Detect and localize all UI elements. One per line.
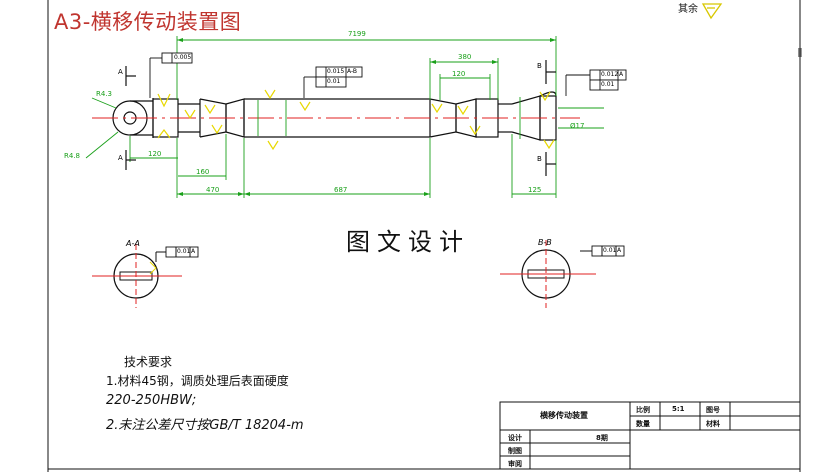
tol-right-value-1: 0.012	[601, 71, 619, 78]
requirement-line-1: 1.材料45钢，调质处理后表面硬度	[106, 374, 289, 388]
title-block-qty-label: 数量	[636, 420, 650, 428]
tol-section-a-datum: A	[191, 248, 196, 255]
title-block-design-label: 设计	[508, 434, 522, 442]
dim-overall: 7199	[348, 30, 366, 38]
tol-right-value-2: 0.01	[601, 81, 615, 88]
datum-a-top: A	[118, 68, 123, 76]
tol-mid-value-2: 0.01	[327, 78, 341, 85]
dim-right-bottom: 125	[528, 186, 542, 194]
datum-a-bottom: A	[118, 154, 123, 162]
tolerance-frame-mid	[303, 66, 363, 98]
dim-left-r: R4.3	[96, 90, 112, 98]
dim-right-2: 120	[452, 70, 466, 78]
tol-mid-value-1: 0.015	[327, 68, 345, 75]
section-a-view	[92, 244, 199, 308]
dim-d1: 470	[206, 186, 220, 194]
title-block	[499, 401, 801, 470]
page-mark: Ⅱ	[797, 46, 803, 60]
tol-section-b-datum: A	[617, 247, 622, 254]
section-b-label: B-B	[538, 238, 552, 247]
dimension-lines	[85, 36, 604, 198]
title-block-scale-value: 5:1	[672, 405, 685, 413]
drawing-title: A3-横移传动装置图	[54, 10, 242, 34]
tol-section-b-value: 0.01	[603, 247, 617, 254]
requirement-line-3: 2.未注公差尺寸按GB/T 18204-m	[106, 418, 304, 433]
dim-mid: 687	[334, 186, 348, 194]
roughness-note: 其余	[678, 4, 698, 15]
tolerance-frame-right	[565, 69, 627, 96]
tol-right-datum: A	[619, 71, 624, 78]
title-block-drawing-no-label: 图号	[706, 406, 720, 414]
datum-b-bottom: B	[537, 155, 542, 163]
title-block-class-label: 8期	[596, 434, 608, 442]
title-block-scale-label: 比例	[636, 406, 650, 414]
tol-section-a-value: 0.01	[177, 248, 191, 255]
title-block-material-label: 材料	[706, 420, 720, 428]
dim-left-r2: R4.8	[64, 152, 80, 160]
tol-mid-datum: A-B	[347, 68, 358, 75]
tol-left-value: 0.005	[174, 54, 192, 61]
tolerance-frame-left	[149, 52, 193, 98]
title-block-draw-label: 制图	[508, 447, 522, 455]
dim-right-1: 380	[458, 53, 472, 61]
dim-right-dia: Ø17	[570, 122, 585, 130]
surface-finish-marks	[157, 89, 555, 151]
requirement-line-2: 220-250HBW;	[106, 393, 197, 408]
roughness-symbol-icon	[701, 3, 723, 20]
title-block-name: 横移传动装置	[540, 411, 588, 420]
title-block-review-label: 审阅	[508, 460, 522, 468]
section-cut-markers	[125, 60, 556, 176]
dim-d3: 120	[148, 150, 162, 158]
dimension-arrows	[177, 38, 556, 196]
datum-b-top: B	[537, 62, 542, 70]
requirements-title: 技术要求	[124, 355, 173, 369]
watermark-text: 图文设计	[342, 222, 474, 257]
section-a-label: A-A	[126, 239, 140, 248]
section-b-view	[500, 240, 625, 308]
dim-d2: 160	[196, 168, 210, 176]
